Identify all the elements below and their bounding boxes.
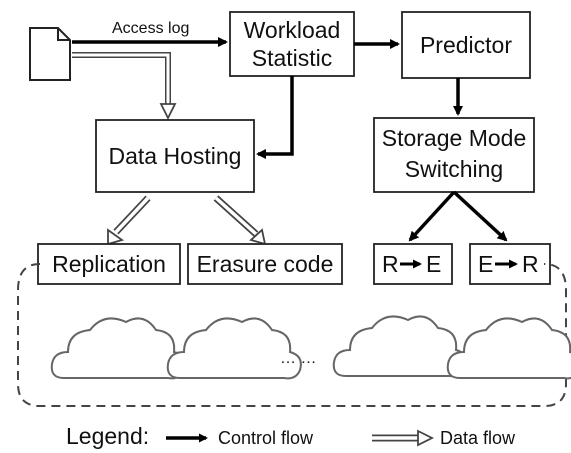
legend-title: Legend:: [66, 423, 149, 449]
r-to-e-right: E: [426, 251, 441, 277]
storage-mode-switching-line2: Switching: [405, 156, 503, 182]
file-to-data-hosting-dataflow: [72, 52, 177, 121]
replication-node: Replication: [37, 243, 181, 285]
legend: Legend: Control flow Data flow: [66, 423, 516, 449]
e-to-r-node: E R: [469, 243, 551, 285]
control-flow-legend-label: Control flow: [218, 428, 314, 448]
cloud-storage-container: [17, 263, 567, 407]
cloud-ellipsis: … …: [280, 350, 316, 367]
storage-mode-switching-node: Storage Mode Switching: [373, 117, 535, 193]
access-log-file-icon: [29, 27, 71, 81]
data-hosting-to-replication-dataflow: [107, 195, 151, 246]
r-to-e-left: R: [382, 251, 399, 277]
cloud-icon: [50, 317, 186, 380]
data-hosting-node: Data Hosting: [95, 119, 255, 193]
predictor-node: Predictor: [401, 11, 531, 79]
workload-statistic-line2: Statistic: [252, 45, 333, 71]
storage-mode-switching-line1: Storage Mode: [382, 125, 526, 151]
cloud-icon: [166, 317, 302, 380]
workload-statistic-node: Workload Statistic: [229, 11, 355, 77]
workload-to-data-hosting-arrow: [256, 76, 294, 159]
workload-statistic-line1: Workload: [244, 17, 341, 43]
e-to-r-right: R: [522, 251, 539, 277]
switching-to-r-to-e-arrow: [408, 190, 456, 242]
erasure-code-node: Erasure code: [187, 243, 343, 285]
cloud-icon: [446, 317, 571, 380]
erasure-code-label: Erasure code: [197, 251, 334, 277]
r-to-e-node: R E: [373, 243, 453, 285]
predictor-label: Predictor: [420, 32, 512, 58]
data-flow-legend-label: Data flow: [440, 428, 516, 448]
data-hosting-label: Data Hosting: [109, 143, 242, 169]
data-flow-legend-icon: [372, 429, 435, 447]
e-to-r-left: E: [478, 251, 493, 277]
access-log-label: Access log: [112, 20, 189, 37]
replication-label: Replication: [52, 251, 166, 277]
switching-to-e-to-r-arrow: [452, 190, 508, 242]
data-hosting-to-erasure-code-dataflow: [213, 195, 267, 246]
